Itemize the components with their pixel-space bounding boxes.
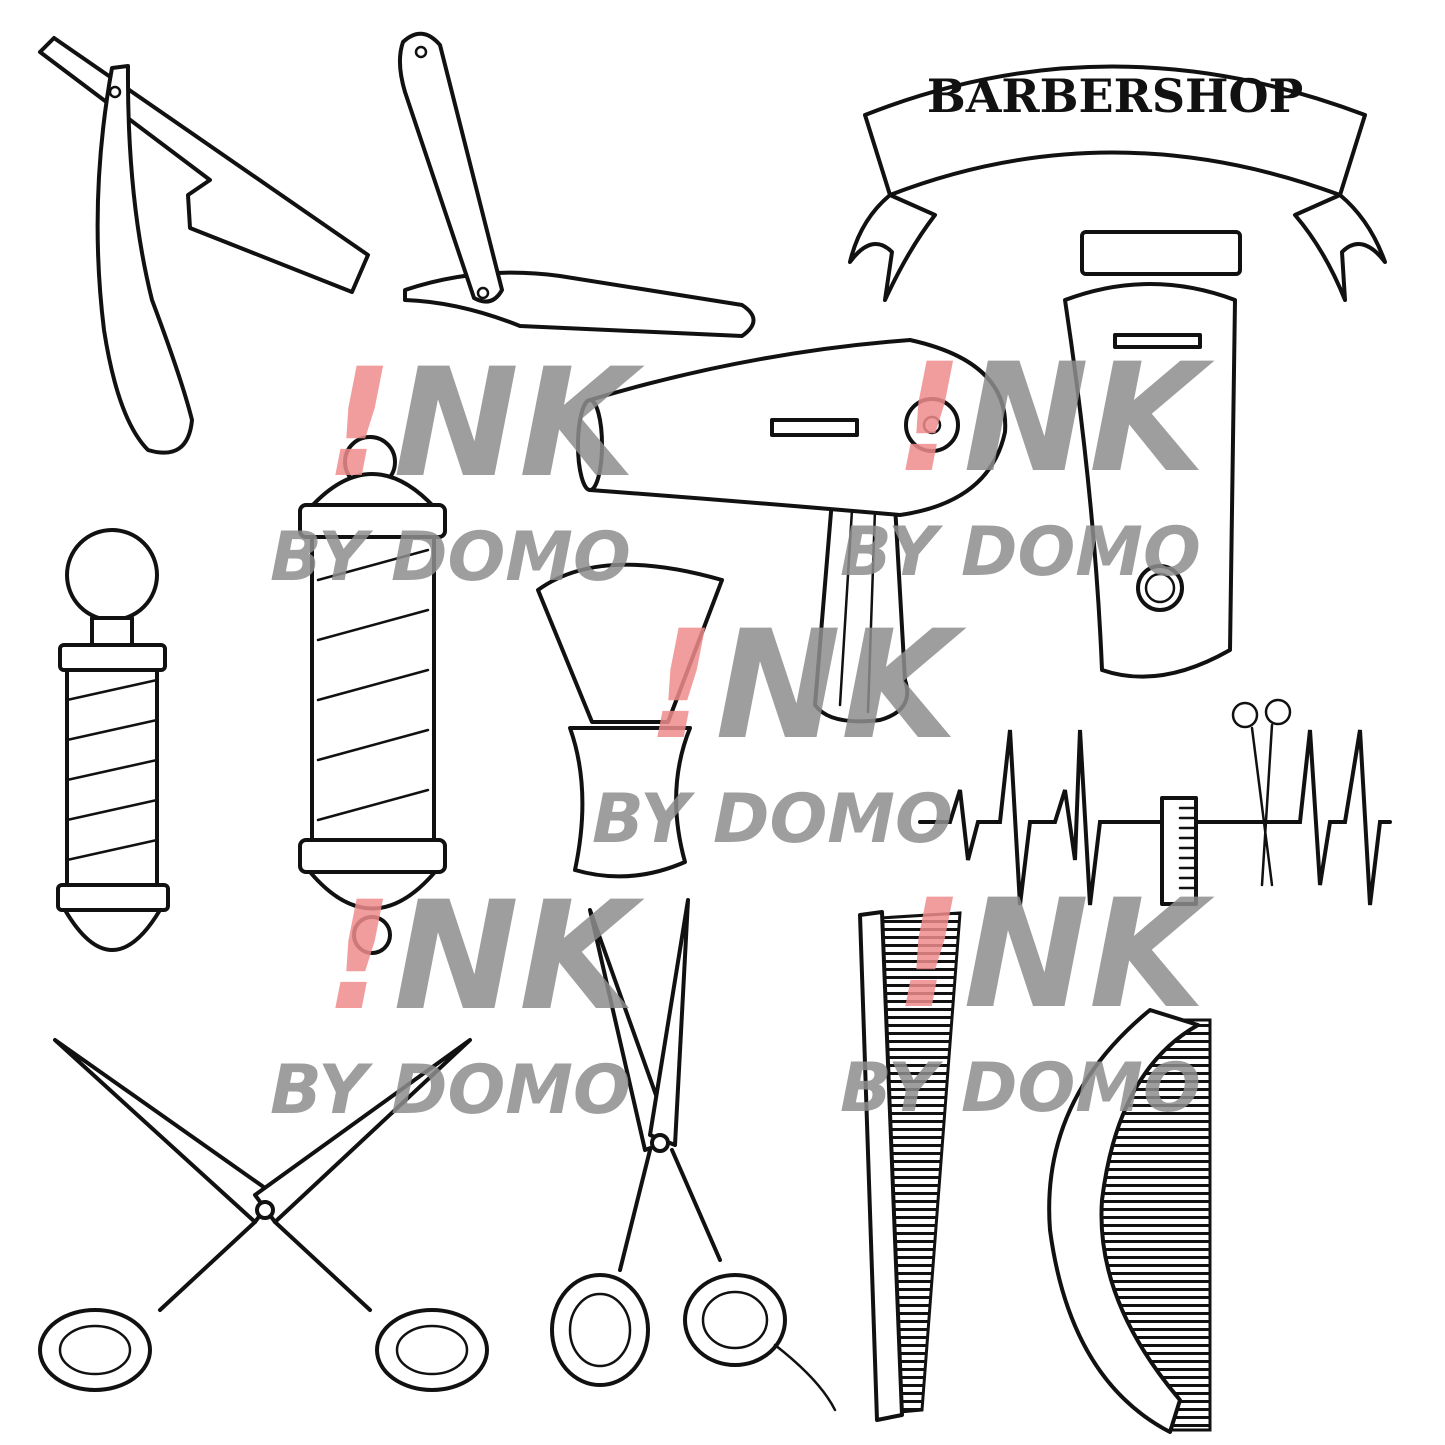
barber-pole-large-icon <box>298 435 447 955</box>
watermark-title: !NK <box>325 337 645 511</box>
watermark-byline: BY DOMO <box>840 513 1201 592</box>
watermark-2: !NK BY DOMO <box>840 332 1215 592</box>
watermark-title: !NK <box>895 868 1215 1042</box>
watermark-title: !NK <box>647 599 967 773</box>
hair-dryer-icon <box>576 338 1008 724</box>
watermark-3: !NK BY DOMO <box>592 599 967 859</box>
watermark-byline: BY DOMO <box>840 1049 1201 1128</box>
watermark-1: !NK BY DOMO <box>270 337 645 597</box>
crossed-scissors-icon <box>38 1038 489 1392</box>
watermark-4: !NK BY DOMO <box>270 870 645 1130</box>
banner-text: BARBERSHOP <box>927 69 1303 123</box>
straight-razor-icon <box>38 36 370 455</box>
hair-clipper-icon <box>1063 230 1242 679</box>
fine-comb-icon <box>858 910 962 1422</box>
barbershop-banner: BARBERSHOP <box>848 64 1387 302</box>
watermark-byline: BY DOMO <box>592 780 953 859</box>
shaving-brush-icon <box>536 562 724 879</box>
watermark-byline: BY DOMO <box>270 1051 631 1130</box>
watermark-byline: BY DOMO <box>270 518 631 597</box>
watermark-title: !NK <box>895 332 1215 506</box>
curved-comb-icon <box>1047 1008 1212 1434</box>
watermark-5: !NK BY DOMO <box>840 868 1215 1128</box>
watermark-title: !NK <box>325 870 645 1044</box>
scissors-icon <box>550 898 837 1412</box>
heartbeat-comb-scissors-icon <box>918 698 1392 906</box>
barber-pole-small-icon <box>56 528 170 952</box>
folding-razor-icon <box>398 31 756 338</box>
